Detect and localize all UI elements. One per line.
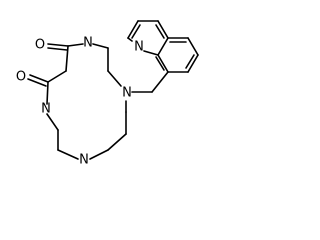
molecule-structure-diagram: O O N N N N N: [16, 20, 199, 168]
bond-c10-n1: [92, 43, 109, 49]
atom-label-n4: N: [122, 86, 132, 101]
macrocycle-bonds: [27, 43, 127, 160]
bond-q7-q6-inner: [185, 54, 195, 69]
bond-c1-c2: [65, 45, 69, 72]
bond-c1-o1: [47, 43, 69, 47]
linker-bonds: [131, 71, 169, 93]
quinoline-bonds: [127, 20, 199, 73]
bond-c6-c7: [107, 133, 127, 151]
atom-label-n1: N: [83, 36, 93, 51]
bond-c3-o2-double: [27, 78, 47, 87]
bond-q4a-q8a: [157, 37, 169, 56]
bond-c3-o2: [29, 74, 49, 83]
bond-n4-c9: [107, 70, 122, 87]
bond-q2-q3-inner: [131, 24, 141, 39]
atom-label-o1: O: [35, 38, 45, 53]
bond-n3-c6: [89, 149, 109, 160]
bond-q8a-n: [143, 50, 159, 56]
bond-q4-q4a-inner: [155, 24, 165, 39]
atom-label-n2: N: [41, 102, 51, 117]
bond-n-q2: [127, 37, 133, 42]
bond-n2-c4: [46, 113, 59, 131]
atom-labels: O O N N N N N: [16, 36, 144, 168]
bond-c2-c3: [47, 70, 67, 83]
bond-q2-q3: [127, 20, 139, 39]
atom-label-o2: O: [16, 70, 26, 85]
bond-q7-q6: [187, 54, 199, 73]
bond-q4-q4a: [157, 20, 169, 39]
bond-c5-n3: [57, 149, 79, 160]
bond-c3-n2: [46, 81, 49, 105]
bond-q6-q5: [187, 37, 199, 56]
atom-label-n3: N: [79, 153, 89, 168]
bond-q8-q8a: [157, 54, 169, 73]
atom-label-quinoline-n: N: [134, 40, 144, 55]
bond-q8-q8a-inner: [155, 56, 165, 71]
bond-ch2-q8: [151, 71, 169, 93]
bond-n1-c1: [67, 43, 84, 47]
bond-c1-o1-double: [47, 47, 68, 51]
